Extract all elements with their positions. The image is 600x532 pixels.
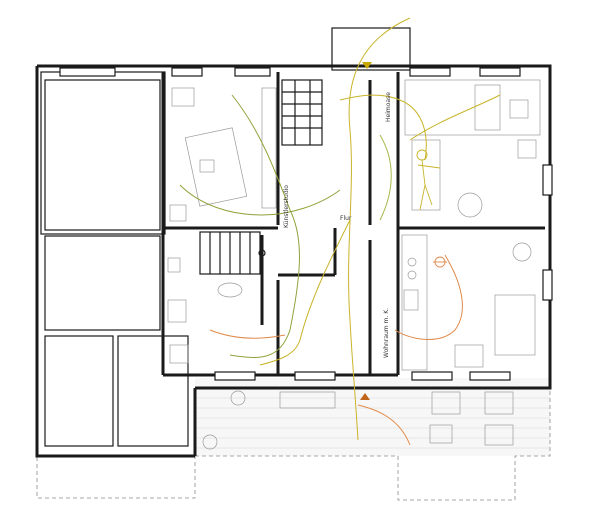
path-yellow-4 — [409, 94, 501, 141]
staircase-lower — [199, 231, 266, 275]
label-wohnraum: Wohnraum m. K. — [383, 308, 390, 358]
terrace-furniture — [202, 390, 514, 450]
movement-paths — [179, 17, 501, 446]
bathroom-furniture — [167, 257, 243, 364]
path-yellow-2 — [339, 94, 427, 161]
marker-bottom — [360, 393, 370, 400]
label-heimoase: Heimoase — [385, 92, 392, 122]
path-olive-3 — [379, 134, 392, 221]
storage-blocks — [40, 71, 189, 447]
path-olive — [229, 94, 300, 358]
outer-walls — [35, 64, 552, 458]
wohnraum-furniture — [401, 234, 536, 371]
studio-furniture — [169, 87, 277, 222]
path-olive-2 — [179, 184, 341, 216]
path-orange-3 — [357, 404, 411, 446]
entry-recess — [331, 27, 411, 71]
figure-standing — [433, 256, 447, 268]
figure-lounging — [416, 149, 441, 211]
windows — [59, 67, 553, 381]
path-orange-2 — [209, 329, 286, 339]
staircase-upper — [281, 79, 323, 146]
heimoase-furniture — [404, 79, 541, 218]
interior-walls — [161, 72, 545, 377]
path-yellow-3 — [259, 219, 351, 366]
label-flur: Flur — [340, 215, 352, 222]
path-orange — [394, 254, 463, 340]
marker-top — [362, 62, 372, 69]
path-yellow — [348, 17, 411, 441]
terrace-hatch — [195, 378, 550, 456]
label-kunstlerstudio: Künstlerstudio — [283, 185, 290, 228]
